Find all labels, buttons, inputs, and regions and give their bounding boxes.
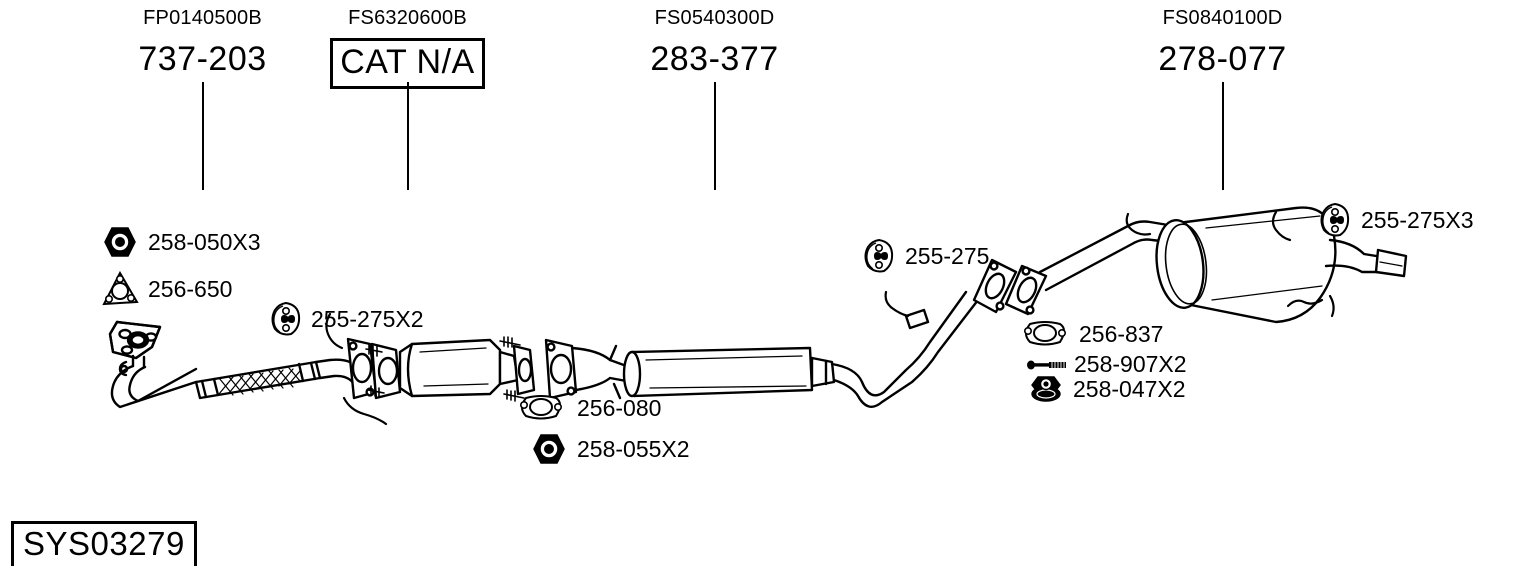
assembly-part-number: 278-077 (1158, 40, 1287, 78)
callout-255-275X2: 255-275X2 (271, 301, 424, 336)
callout-code: 256-080 (577, 394, 662, 421)
callout-code: 255-275X2 (311, 305, 424, 332)
callout-code: 258-055X2 (577, 435, 690, 462)
oval-gasket-icon (517, 394, 565, 422)
callout-code: 258-907X2 (1074, 351, 1187, 377)
callout-code: 258-047X2 (1073, 375, 1186, 402)
callout-code: 255-275X3 (1361, 206, 1474, 233)
callout-258-050X3: 258-050X3 (103, 226, 261, 258)
assembly-ref-code: FP0140500B (143, 7, 262, 29)
assembly-part-number: 737-203 (138, 40, 267, 78)
callout-code: 256-650 (148, 275, 233, 302)
bolt-icon (1026, 357, 1068, 373)
system-id-badge: SYS03279 (11, 521, 197, 566)
catalytic-converter-drawing (365, 336, 536, 402)
callout-code: 255-275 (905, 242, 990, 269)
oval-gasket-icon (1021, 320, 1069, 348)
assembly-ref-code: FS0840100D (1162, 7, 1283, 29)
system-id-container: SYS03279 (11, 521, 197, 566)
hex-nut-icon (103, 226, 137, 258)
flange-nut-icon (1028, 375, 1064, 403)
front-pipe-drawing (108, 312, 388, 426)
rear-silencer-drawing (1004, 206, 1408, 324)
callout-258-055X2: 258-055X2 (532, 433, 690, 465)
leader-line-catalytic-converter (407, 82, 409, 190)
leader-line-centre-silencer (714, 82, 716, 190)
hex-nut-icon (532, 433, 566, 465)
callout-256-650: 256-650 (101, 270, 233, 307)
leader-line-front-pipe (202, 82, 204, 190)
callout-256-080: 256-080 (517, 394, 661, 422)
callout-255-275X3: 255-275X3 (1320, 202, 1474, 237)
assembly-ref-code: FS6320600B (348, 7, 467, 29)
centre-silencer-drawing (544, 258, 1018, 408)
leader-line-rear-silencer (1222, 82, 1224, 190)
callout-258-047X2: 258-047X2 (1028, 375, 1186, 403)
callout-255-275: 255-275 (864, 238, 990, 273)
rubber-hanger-icon (1320, 202, 1350, 237)
callout-code: 258-050X3 (148, 228, 261, 255)
assembly-ref-code: FS0540300D (654, 7, 775, 29)
rubber-hanger-icon (864, 238, 894, 273)
callout-code: 256-837 (1079, 320, 1164, 347)
triangular-gasket-icon (101, 270, 139, 307)
rubber-hanger-icon (271, 301, 301, 336)
callout-258-907X2: 258-907X2 (1026, 353, 1187, 376)
callout-256-837: 256-837 (1021, 320, 1163, 348)
assembly-part-number: 283-377 (650, 40, 779, 78)
